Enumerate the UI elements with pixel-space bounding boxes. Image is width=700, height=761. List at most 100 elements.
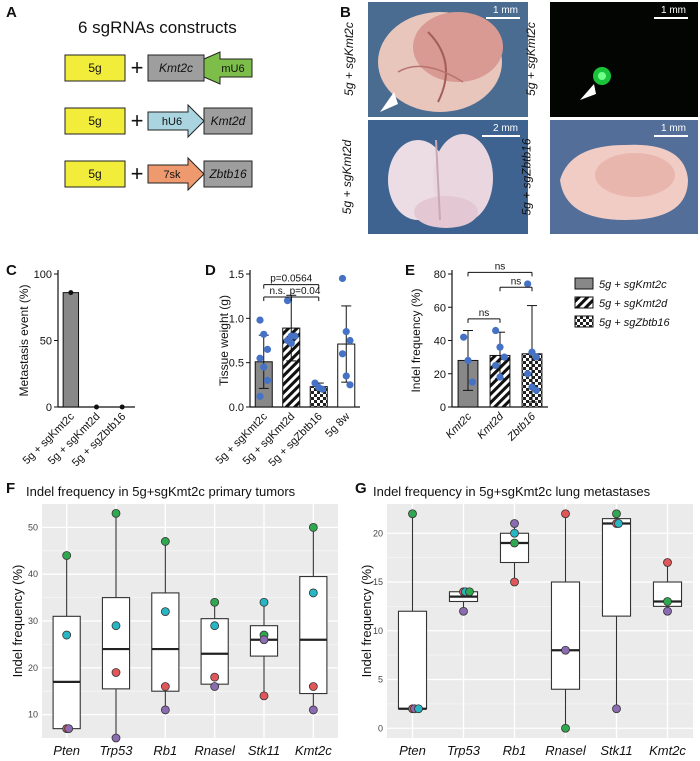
chart-lung-metastasis-indel: Indel frequency in 5g+sgKmt2c lung metas…: [359, 484, 693, 758]
data-point: [561, 723, 570, 733]
photo-label-3: 5g + sgKmt2d: [340, 139, 355, 215]
y-tick-label: 0.0: [229, 402, 244, 414]
base-construct-box: [64, 160, 126, 188]
data-point: [612, 509, 621, 519]
zero-point: [119, 404, 125, 410]
legend-swatch: [574, 296, 594, 309]
data-point: [614, 519, 623, 528]
data-point: [160, 607, 170, 617]
data-point: [111, 668, 121, 677]
photo-kmt2c-tumor: 1 mm: [368, 2, 528, 117]
data-point: [510, 519, 519, 528]
y-tick-label: 0: [46, 402, 52, 414]
y-tick-label: 20: [373, 528, 383, 538]
data-point: [524, 370, 532, 378]
data-point: [210, 682, 220, 691]
data-point: [532, 353, 540, 361]
panel-label-f: F: [6, 480, 16, 497]
y-tick-label: 50: [40, 336, 52, 348]
data-point: [62, 551, 72, 560]
data-point: [460, 333, 468, 341]
data-point: [210, 672, 220, 682]
data-point: [308, 523, 318, 532]
y-axis-label: Indel frequency (%): [10, 565, 25, 678]
legend-label: 5g + sgZbtb16: [599, 317, 671, 329]
data-point: [263, 345, 272, 353]
data-point: [287, 339, 295, 347]
x-tick-label: Pten: [53, 743, 80, 758]
photo-label-4: 5g + sgZbtb16: [519, 138, 534, 216]
panel-label-b: B: [340, 4, 351, 21]
data-point: [561, 509, 570, 519]
y-tick-label: 15: [373, 577, 383, 587]
significance-label: p=0.04: [290, 286, 321, 297]
data-point: [160, 537, 170, 546]
data-point: [210, 621, 220, 631]
promoter-label: hU6: [162, 116, 182, 128]
x-tick-label: Kmt2c: [444, 410, 475, 441]
y-tick-label: 20: [434, 369, 446, 381]
panel-label-e: E: [405, 262, 416, 279]
photo-kmt2c-fluorescence: 1 mm: [550, 2, 698, 117]
data-point: [256, 354, 264, 362]
x-tick-label: Zbtb16: [505, 410, 539, 444]
tissue-lobe-graphic: [378, 12, 503, 112]
y-tick-label: 1.5: [229, 269, 244, 281]
gene-box: [203, 107, 253, 135]
x-tick-label: Kmt2c: [295, 743, 332, 758]
y-tick-label: 60: [434, 302, 446, 314]
data-point: [500, 353, 508, 361]
data-point: [465, 587, 474, 597]
data-point: [210, 597, 220, 607]
data-point: [160, 682, 170, 691]
data-point: [318, 385, 327, 393]
data-point: [492, 326, 500, 335]
data-point: [260, 363, 268, 371]
x-tick-label: Rnasel: [545, 743, 587, 758]
significance-label: ns: [479, 308, 490, 319]
y-tick-label: 5: [378, 675, 383, 685]
photo-label-2: 5g + sgKmt2c: [523, 22, 538, 96]
data-point: [111, 621, 121, 631]
promoter-arrow: [203, 51, 253, 85]
photo-kmt2d-lung: 2 mm: [368, 120, 528, 234]
x-tick-label: Stk11: [600, 743, 632, 758]
data-point: [256, 316, 264, 324]
legend-swatch: [574, 315, 594, 328]
base-construct-box: [64, 54, 126, 82]
promoter-arrow: [147, 156, 205, 192]
photo-label-1: 5g + sgKmt2c: [341, 22, 356, 96]
constructs-title: 6 sgRNAs constructs: [78, 18, 237, 37]
data-point: [459, 606, 468, 616]
data-point: [263, 376, 272, 384]
scale-bar: [482, 135, 520, 137]
scale-bar: [486, 17, 520, 19]
panel-label-g: G: [355, 480, 367, 497]
x-tick-label: Stk11: [248, 743, 280, 758]
box: [550, 581, 581, 690]
base-construct-label: 5g: [88, 61, 101, 75]
y-axis-label: Indel frequency (%): [409, 288, 423, 392]
base-construct-label: 5g: [88, 114, 101, 128]
y-axis-label: Metastasis event (%): [17, 284, 31, 396]
y-axis-label: Indel frequency (%): [359, 565, 374, 678]
y-axis-label: Tissue weight (g): [217, 295, 231, 386]
y-tick-label: 50: [28, 522, 38, 532]
data-point: [260, 330, 268, 338]
y-tick-label: 40: [28, 569, 38, 579]
y-tick-label: 0.5: [229, 358, 244, 370]
gene-label: Zbtb16: [208, 167, 247, 181]
panel-b-images: 1 mm 5g + sgKmt2c 1 mm 5g + sgKmt2c 2 mm…: [340, 0, 700, 240]
data-point: [346, 336, 354, 345]
data-point: [346, 381, 354, 389]
data-point: [408, 509, 417, 519]
data-point: [524, 280, 532, 288]
lung-graphic: [388, 134, 493, 228]
data-point: [510, 538, 519, 548]
y-tick-label: 10: [373, 626, 383, 636]
gene-label: Kmt2c: [159, 61, 193, 75]
